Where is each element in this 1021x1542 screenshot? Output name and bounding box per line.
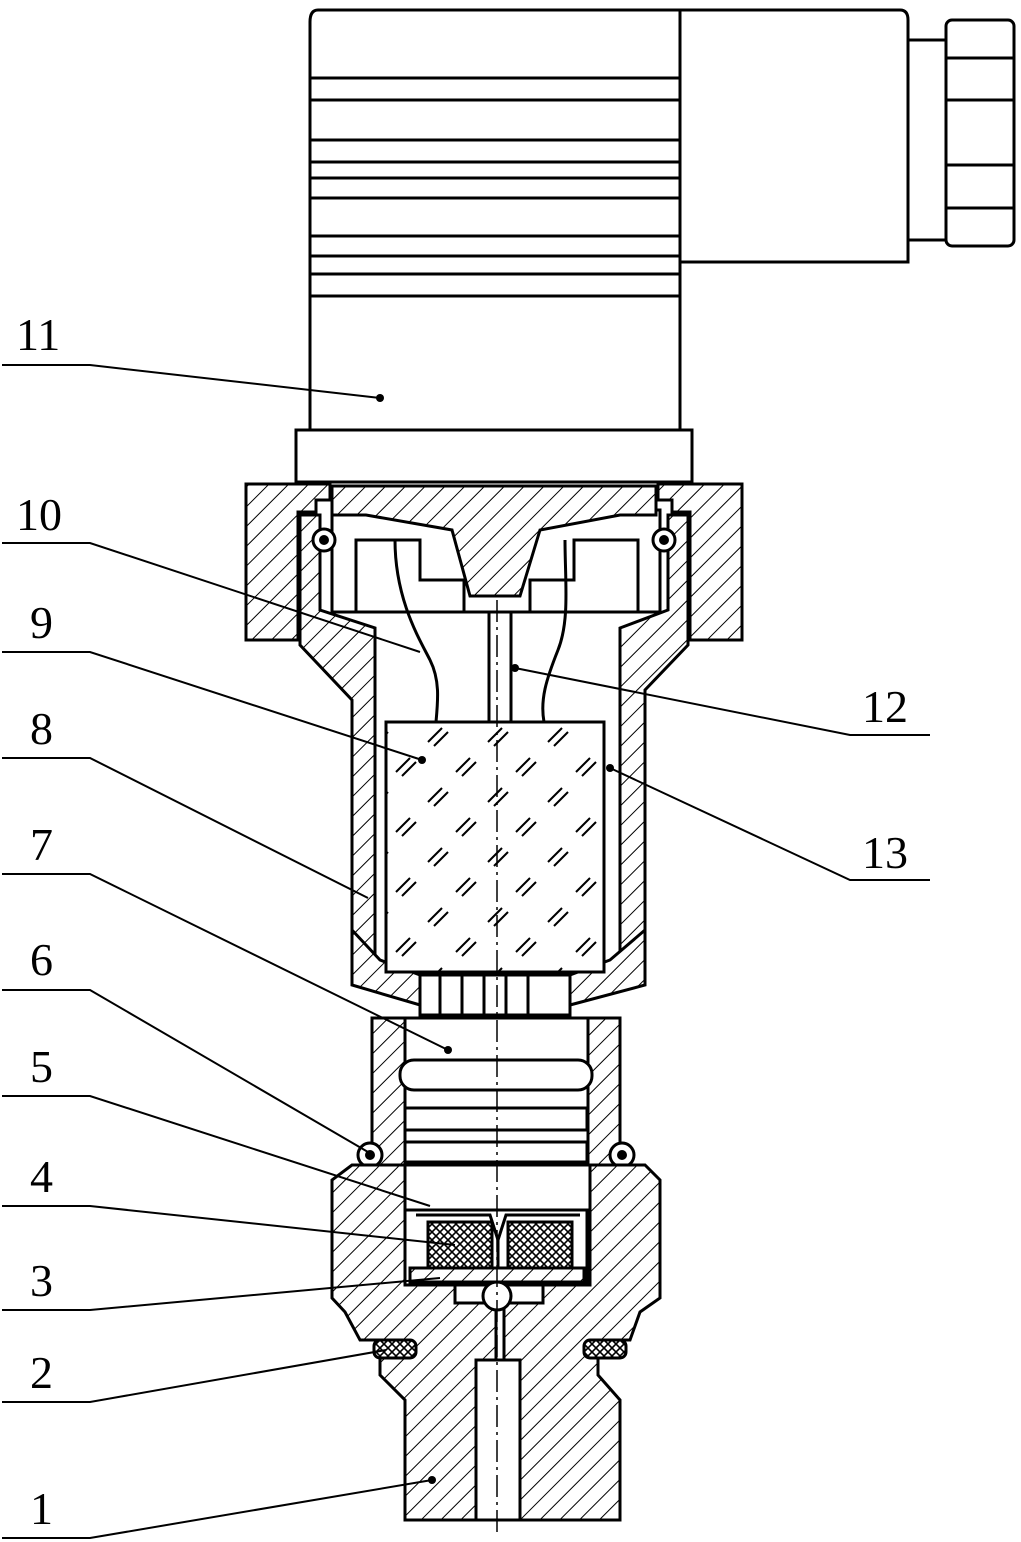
callout-1: 1 (30, 1483, 53, 1534)
callout-7: 7 (30, 819, 53, 870)
callout-6: 6 (30, 934, 53, 985)
lead-wires (393, 539, 568, 724)
connector-housing (294, 8, 1016, 484)
sensor-core (356, 1016, 636, 1169)
callout-8: 8 (30, 703, 53, 754)
terminal-block (311, 484, 677, 614)
leader-lines (2, 364, 930, 1539)
callout-9: 9 (30, 597, 53, 648)
callout-labels: 11 10 9 8 7 6 5 4 3 2 1 12 13 (16, 309, 908, 1534)
callout-2: 2 (30, 1347, 53, 1398)
callout-5: 5 (30, 1041, 53, 1092)
callout-3: 3 (30, 1255, 53, 1306)
callout-13: 13 (862, 827, 908, 878)
pressure-port (330, 1163, 662, 1522)
callout-10: 10 (16, 489, 62, 540)
callout-11: 11 (16, 309, 60, 360)
callout-4: 4 (30, 1151, 53, 1202)
callout-12: 12 (862, 681, 908, 732)
